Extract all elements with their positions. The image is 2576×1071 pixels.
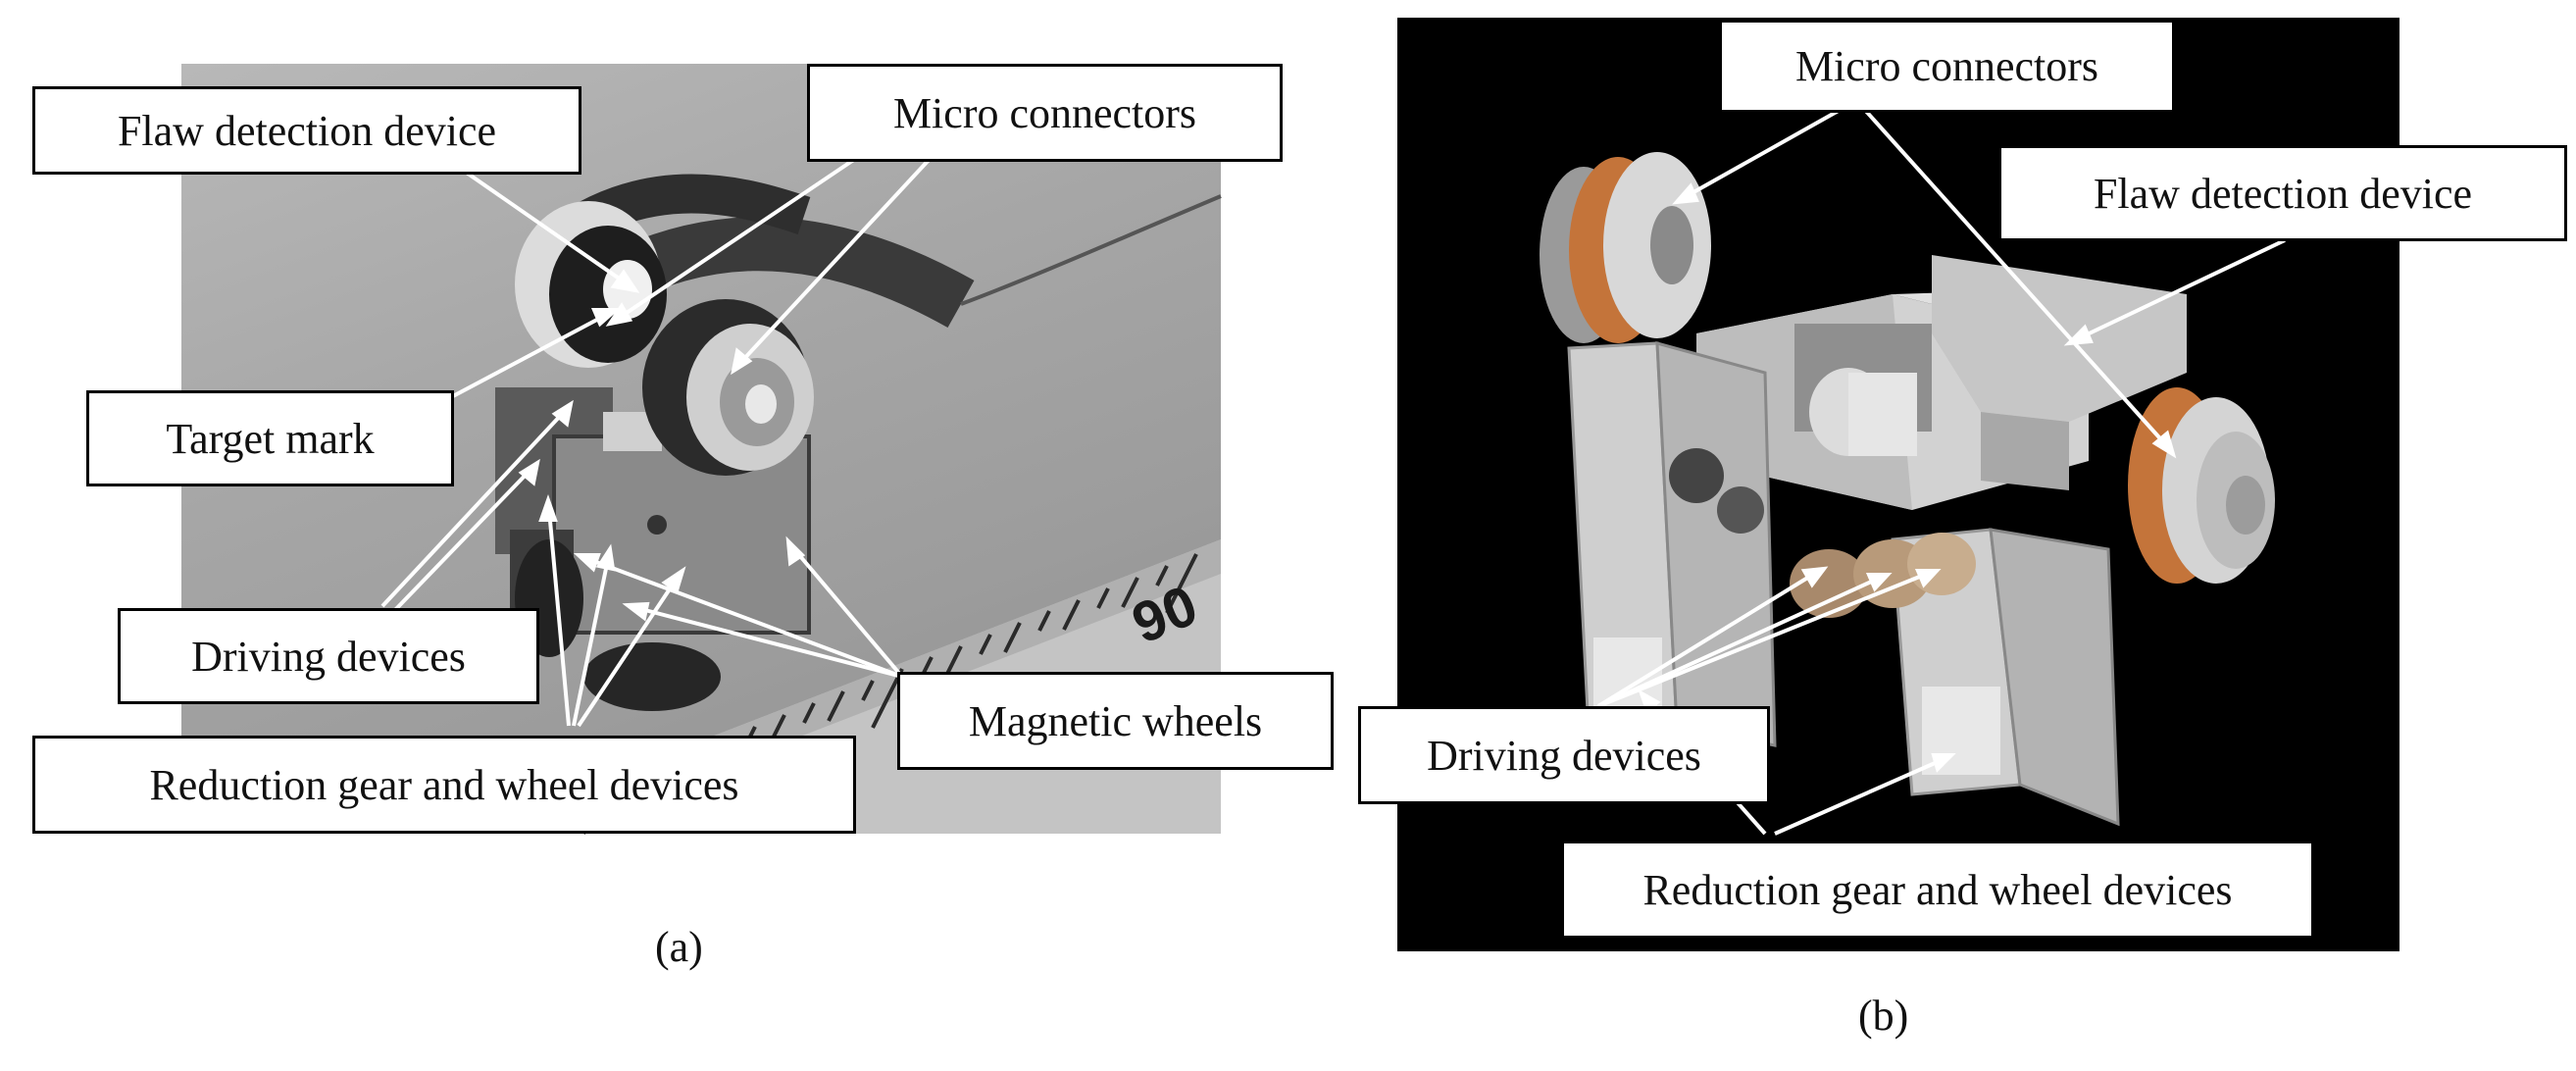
label-b-reduction-gear-and-wheel-devices: Reduction gear and wheel devices	[1561, 841, 2314, 939]
caption-a: (a)	[655, 923, 703, 971]
label-reduction-gear-and-wheel-devices: Reduction gear and wheel devices	[32, 736, 856, 834]
label-b-micro-connectors: Micro connectors	[1719, 20, 2175, 113]
label-micro-connectors: Micro connectors	[807, 64, 1283, 162]
micro-connector-upper	[1540, 152, 1711, 343]
micro-connector-right	[2128, 387, 2275, 584]
label-flaw-detection-device: Flaw detection device	[32, 86, 581, 175]
right-leg	[1891, 528, 2120, 827]
flaw-detection-arm	[1932, 255, 2187, 422]
leader-lines	[380, 155, 934, 728]
label-b-flaw-detection-device: Flaw detection device	[1998, 145, 2567, 241]
panel-b-render-figure: Micro connectors Flaw detection device D…	[1304, 0, 2576, 1071]
left-leg	[1567, 341, 1777, 747]
cad-render	[1540, 106, 2286, 836]
flaw-detection-device	[515, 201, 667, 368]
label-driving-devices: Driving devices	[118, 608, 539, 704]
micro-connector	[642, 299, 814, 476]
label-b-driving-devices: Driving devices	[1358, 706, 1770, 804]
caption-b: (b)	[1858, 992, 1909, 1040]
label-magnetic-wheels: Magnetic wheels	[897, 672, 1334, 770]
panel-a-photo-figure: 90	[32, 64, 1334, 971]
magnetic-wheel-front	[583, 642, 721, 711]
label-target-mark: Target mark	[86, 390, 454, 486]
